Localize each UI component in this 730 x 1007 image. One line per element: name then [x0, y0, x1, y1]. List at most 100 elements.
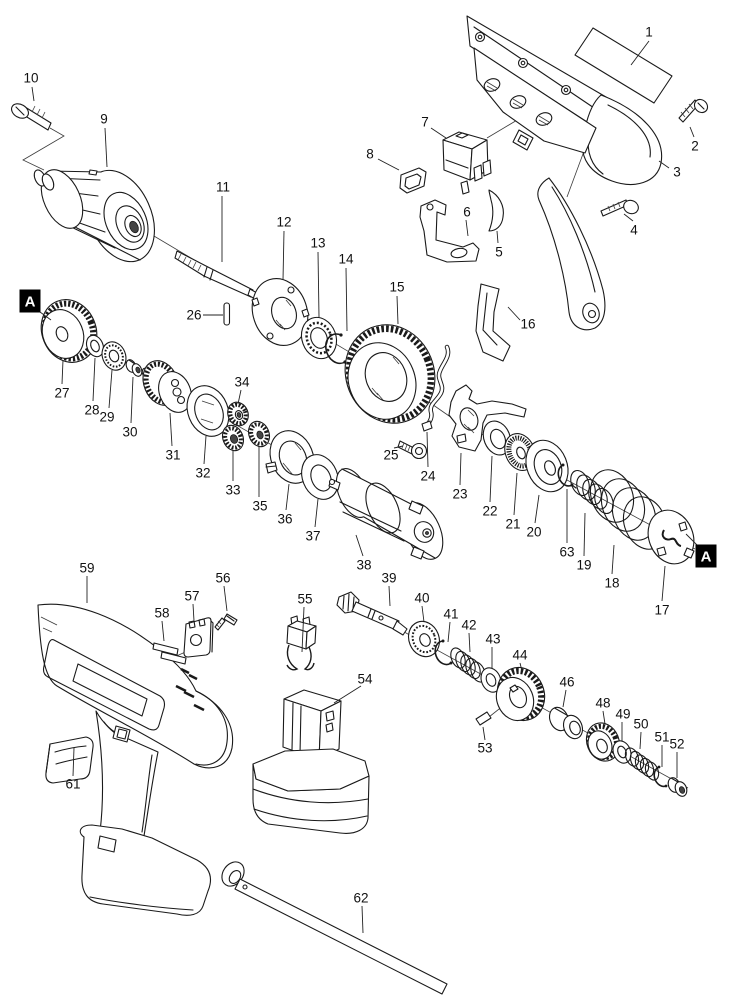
- part-39-spline-shaft: [336, 591, 408, 636]
- part-label-43: 43: [485, 632, 500, 647]
- part-label-30: 30: [122, 425, 137, 440]
- part-62-hanging-strap: [221, 861, 448, 995]
- leader-line-37: [314, 498, 319, 528]
- leader-line-40: [421, 605, 425, 623]
- part-label-2: 2: [691, 139, 699, 154]
- part-44-gear: [495, 666, 546, 722]
- part-24-spring-band: [421, 344, 451, 432]
- part-1-nameplate: [574, 27, 673, 104]
- part-label-31: 31: [165, 448, 180, 463]
- leader-line-23: [459, 452, 462, 486]
- part-label-27: 27: [54, 386, 69, 401]
- part-54-battery: [252, 689, 370, 834]
- leader-line-9: [104, 127, 108, 168]
- leader-line-42: [468, 632, 471, 653]
- part-label-36: 36: [277, 512, 292, 527]
- leader-line-25: [393, 445, 404, 449]
- part-48-gear: [585, 722, 621, 762]
- leader-line-14: [345, 267, 348, 332]
- part-label-11: 11: [216, 180, 230, 195]
- part-49-washer: [612, 740, 632, 764]
- leader-line-4: [623, 213, 634, 222]
- part-10-screw: [11, 103, 52, 131]
- part-label-40: 40: [414, 591, 429, 606]
- part-40-bearing: [407, 620, 441, 658]
- leader-line-21: [513, 472, 518, 516]
- part-16-strap-plate: [475, 283, 511, 362]
- leader-line-1: [630, 40, 650, 66]
- part-15-ring-gear: [344, 324, 436, 424]
- leader-line-62: [361, 905, 364, 934]
- part-label-18: 18: [604, 576, 619, 591]
- part-label-13: 13: [310, 236, 325, 251]
- part-label-10: 10: [23, 71, 38, 86]
- part-label-37: 37: [305, 529, 320, 544]
- leader-line-56: [223, 585, 228, 612]
- part-label-4: 4: [630, 223, 638, 238]
- leader-line-15: [396, 295, 399, 325]
- part-label-48: 48: [595, 696, 610, 711]
- leader-line-27: [61, 359, 64, 385]
- part-17-clutch-plate: [647, 509, 695, 565]
- part-32-carrier-plate: [186, 385, 230, 437]
- part-26-pin: [223, 302, 231, 326]
- part-label-33: 33: [225, 483, 240, 498]
- part-59-housing-half: [37, 603, 234, 916]
- part-label-61: 61: [65, 777, 80, 792]
- part-12-flange: [251, 278, 310, 346]
- leader-line-38: [355, 534, 364, 557]
- part-52-sleeve-nut: [667, 777, 688, 797]
- part-label-14: 14: [338, 252, 354, 267]
- part-label-57: 57: [184, 589, 199, 604]
- part-label-29: 29: [99, 410, 114, 425]
- part-58-clip: [152, 642, 187, 665]
- part-46-sleeve: [548, 706, 584, 740]
- leader-line-46: [562, 689, 567, 708]
- part-label-51: 51: [654, 730, 669, 745]
- part-label-59: 59: [79, 561, 94, 576]
- part-56-screw: [214, 613, 238, 631]
- part-label-49: 49: [615, 707, 630, 722]
- view-marker-label-1: A: [701, 549, 712, 566]
- part-43-washer: [480, 667, 502, 693]
- part-28-washer: [85, 334, 105, 358]
- view-marker-label-0: A: [25, 294, 36, 311]
- part-2-screw: [678, 98, 709, 123]
- part-label-8: 8: [366, 147, 374, 162]
- leader-line-39: [388, 585, 391, 607]
- part-label-35: 35: [252, 499, 267, 514]
- part-11-spindle: [174, 250, 258, 300]
- part-label-41: 41: [443, 607, 458, 622]
- part-label-15: 15: [389, 280, 404, 295]
- leader-line-44: [519, 662, 523, 672]
- part-label-17: 17: [654, 603, 669, 618]
- part-label-63: 63: [559, 545, 574, 560]
- part-label-12: 12: [276, 215, 291, 230]
- part-25-screw: [397, 440, 428, 460]
- leader-line-6: [465, 219, 469, 237]
- part-61-button: [45, 736, 94, 784]
- leader-line-5: [496, 230, 499, 244]
- leader-line-41: [447, 621, 451, 643]
- view-marker-box-1: [695, 544, 717, 568]
- part-30-spacer: [125, 359, 143, 377]
- part-label-50: 50: [633, 717, 648, 732]
- part-9-chuck: [33, 169, 155, 263]
- part-label-21: 21: [505, 517, 520, 532]
- part-label-34: 34: [234, 375, 250, 390]
- part-53-pin: [475, 711, 492, 726]
- part-label-22: 22: [482, 504, 497, 519]
- part-19-spring: [570, 469, 614, 515]
- part-label-53: 53: [477, 741, 492, 756]
- part-27-gear: [40, 299, 98, 363]
- part-label-44: 44: [512, 648, 528, 663]
- leader-line-53: [482, 726, 486, 741]
- leader-line-16: [507, 306, 521, 321]
- part-35-gear: [247, 420, 271, 448]
- bearing-saddles: [483, 78, 553, 126]
- part-label-46: 46: [559, 675, 574, 690]
- part-label-39: 39: [381, 571, 396, 586]
- part-label-9: 9: [100, 112, 108, 127]
- leader-line-2: [689, 126, 695, 138]
